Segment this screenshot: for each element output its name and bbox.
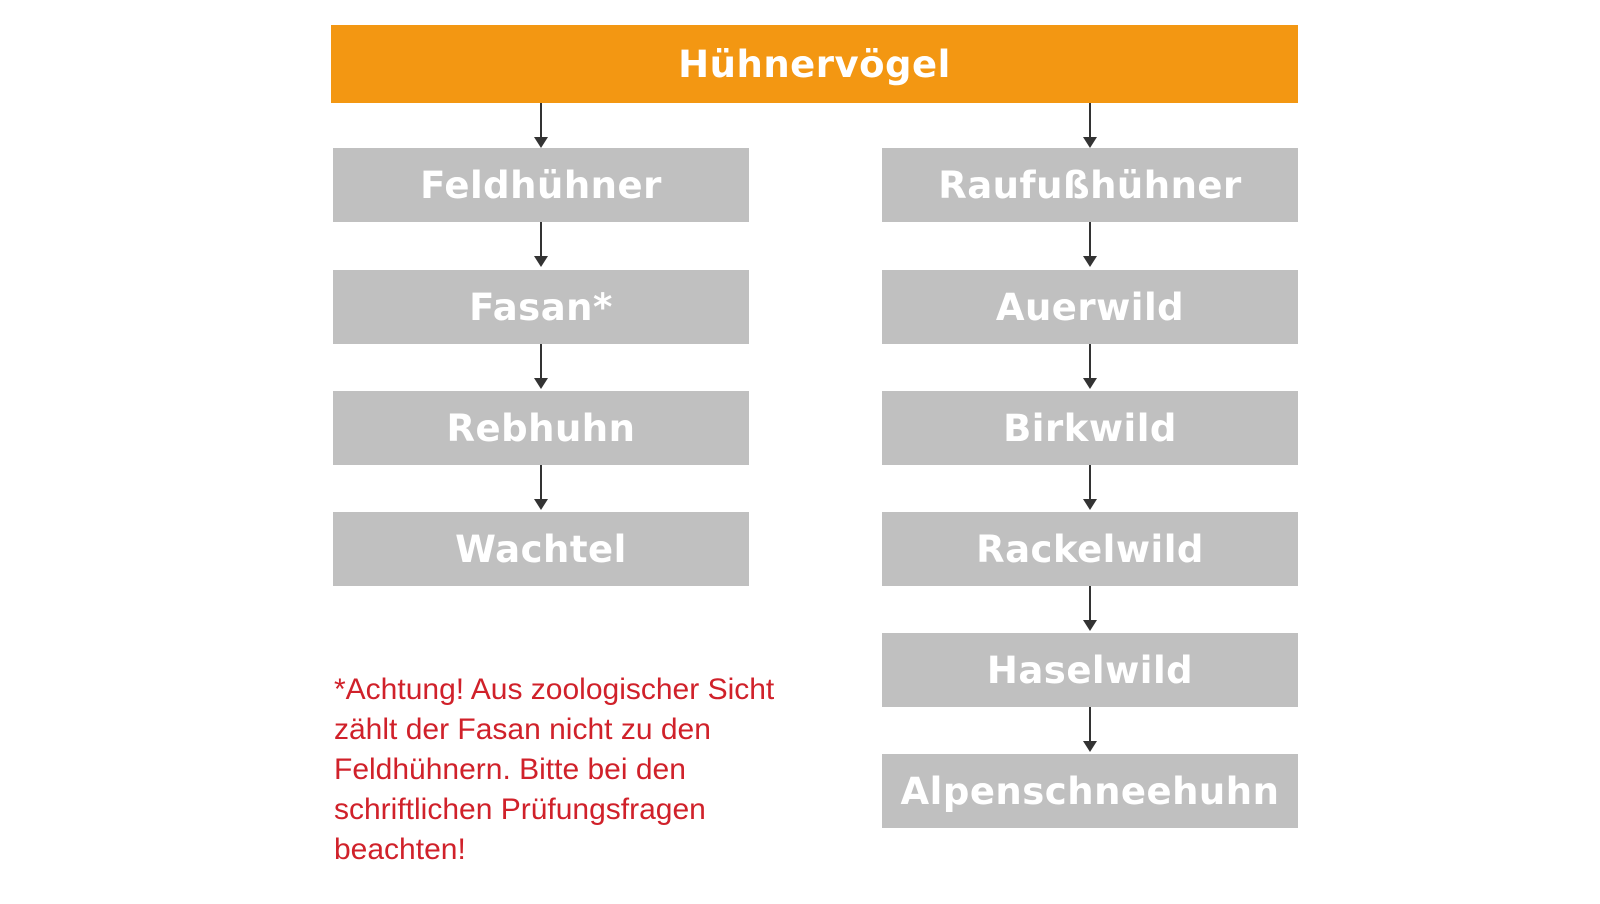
node-label: Rebhuhn [446, 406, 636, 450]
arrow-rebhuhn-to-wachtel [534, 465, 548, 510]
arrow-fasan-to-rebhuhn [534, 344, 548, 389]
node-label: Rackelwild [976, 527, 1204, 571]
node-label: Wachtel [455, 527, 627, 571]
node-wachtel: Wachtel [333, 512, 749, 586]
node-rackelwild: Rackelwild [882, 512, 1298, 586]
node-label: Raufußhühner [938, 163, 1242, 207]
arrow-rackelwild-to-haselwild [1083, 586, 1097, 631]
node-label: Auerwild [995, 285, 1185, 329]
node-label: Feldhühner [420, 163, 662, 207]
node-label: Fasan* [469, 285, 613, 329]
arrow-haselwild-to-alpenschneehuhn [1083, 707, 1097, 752]
node-rebhuhn: Rebhuhn [333, 391, 749, 465]
arrow-raufusshuehner-to-auerwild [1083, 222, 1097, 267]
node-label: Birkwild [1003, 406, 1177, 450]
arrow-auerwild-to-birkwild [1083, 344, 1097, 389]
arrow-root-to-raufusshuehner [1083, 103, 1097, 148]
root-node-label: Hühnervögel [678, 42, 951, 86]
node-fasan: Fasan* [333, 270, 749, 344]
node-haselwild: Haselwild [882, 633, 1298, 707]
node-label: Haselwild [986, 648, 1194, 692]
arrow-feldhuehner-to-fasan [534, 222, 548, 267]
arrow-root-to-feldhuehner [534, 103, 548, 148]
node-raufusshuehner: Raufußhühner [882, 148, 1298, 222]
node-alpenschneehuhn: Alpenschneehuhn [882, 754, 1298, 828]
arrow-birkwild-to-rackelwild [1083, 465, 1097, 510]
root-node-huehnervoegel: Hühnervögel [331, 25, 1298, 103]
node-auerwild: Auerwild [882, 270, 1298, 344]
footnote-warning: *Achtung! Aus zoologischer Sicht zählt d… [334, 673, 775, 866]
node-feldhuehner: Feldhühner [333, 148, 749, 222]
node-label: Alpenschneehuhn [900, 769, 1280, 813]
node-birkwild: Birkwild [882, 391, 1298, 465]
